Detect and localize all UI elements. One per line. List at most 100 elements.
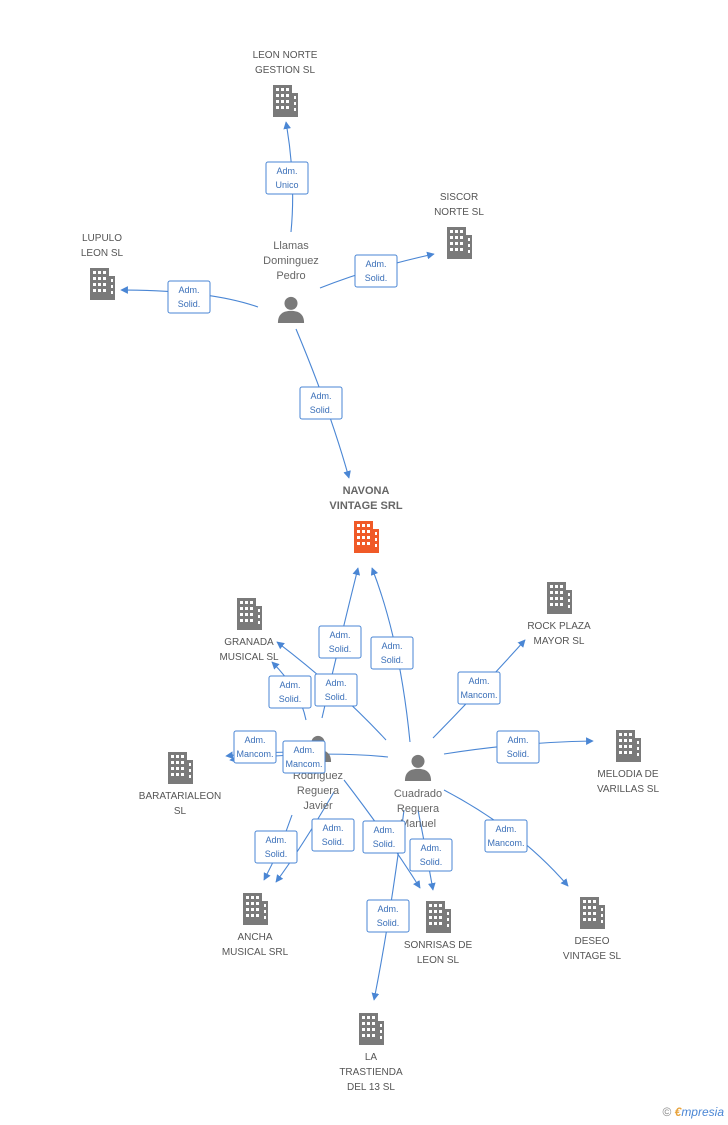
edge-badge-box (233, 730, 277, 764)
edge-badge-label: Adm. (244, 735, 265, 745)
edge-badge-cuadrado-to-ancha[interactable]: Adm.Solid. (311, 818, 355, 852)
edge-badge-label: Solid. (265, 849, 288, 859)
node-label: LUPULO (82, 233, 122, 244)
node-label: NORTE SL (434, 207, 484, 218)
edge-badge-label: Mancom. (285, 759, 322, 769)
edge-badge-label: Adm. (325, 678, 346, 688)
edge-badge-label: Solid. (279, 694, 302, 704)
edge-badge-label: Mancom. (487, 838, 524, 848)
badges-layer: Adm.UnicoAdm.Solid.Adm.Solid.Adm.Solid.A… (167, 161, 540, 933)
edge-badge-label: Adm. (293, 745, 314, 755)
node-label: Llamas (273, 240, 309, 252)
building-icon (243, 893, 268, 925)
node-label: VINTAGE SL (563, 951, 622, 962)
node-label: MAYOR SL (534, 636, 585, 647)
building-icon (273, 85, 298, 117)
node-label: SISCOR (440, 192, 478, 203)
building-icon (237, 598, 262, 630)
edge-badge-llamas-to-leon_norte[interactable]: Adm. Unico (265, 161, 309, 195)
edge-badge-box (484, 819, 528, 853)
edge-badge-label: Solid. (507, 749, 530, 759)
edge-badge-box (362, 820, 406, 854)
person-icon (277, 296, 305, 323)
node-label: Reguera (397, 803, 440, 815)
edge-badge-rodriguez-to-granada[interactable]: Adm.Solid. (268, 675, 312, 709)
edge-badge-label: Solid. (420, 857, 443, 867)
edge-badge-label: Adm. (468, 676, 489, 686)
building-icon (426, 901, 451, 933)
edge-badge-cuadrado-to-navona[interactable]: Adm. Solid. (370, 636, 414, 670)
building-icon (168, 752, 193, 784)
edge-badge-label: Adm. (377, 904, 398, 914)
edge-badge-box (254, 830, 298, 864)
copyright-icon: © (662, 1105, 672, 1119)
edge-badge-label: Adm. (373, 825, 394, 835)
node-label: MUSICAL SRL (222, 947, 289, 958)
node-label: Javier (303, 800, 333, 812)
edge-badge-box (366, 899, 410, 933)
node-label: LEON SL (417, 955, 460, 966)
edge-badge-label: Solid. (373, 839, 396, 849)
node-ancha[interactable]: ANCHA MUSICAL SRL (222, 893, 289, 958)
edge-badge-cuadrado-to-melodia[interactable]: Adm.Solid. (496, 730, 540, 764)
edge-badge-cuadrado-to-trastienda[interactable]: Adm.Solid. (366, 899, 410, 933)
brand-logo-icon: € (674, 1105, 682, 1119)
edge-badge-label: Adm. (495, 824, 516, 834)
edge-badge-box (268, 675, 312, 709)
edge-badge-llamas-to-lupulo[interactable]: Adm.Solid. (167, 280, 211, 314)
node-rock[interactable]: ROCK PLAZA MAYOR SL (527, 582, 591, 647)
edge-badge-box (282, 740, 326, 774)
edge-badge-cuadrado-to-rock[interactable]: Adm.Mancom. (457, 671, 501, 705)
edge-badge-rodriguez-to-ancha[interactable]: Adm. Solid. (254, 830, 298, 864)
edge-badge-rodriguez-to-barataria[interactable]: Adm. Mancom. (233, 730, 277, 764)
node-siscor[interactable]: SISCOR NORTE SL (434, 192, 484, 259)
brand-name: mpresia (681, 1105, 724, 1119)
edge-badge-label: Solid. (178, 299, 201, 309)
edge-badge-label: Solid. (325, 692, 348, 702)
edge-badge-cuadrado-to-deseo[interactable]: Adm. Mancom. (484, 819, 528, 853)
node-label: VINTAGE SRL (329, 500, 402, 512)
edges-layer (120, 121, 594, 1001)
edge-badge-label: Mancom. (236, 749, 273, 759)
edge-badge-label: Solid. (381, 655, 404, 665)
edge-cuadrado-to-ancha (275, 791, 335, 883)
node-label: BARATARIALEON (139, 791, 221, 802)
edge-badge-label: Adm. (365, 259, 386, 269)
node-label: ANCHA (237, 932, 272, 943)
node-label: LA (365, 1052, 378, 1063)
node-label: Cuadrado (394, 788, 442, 800)
building-icon (447, 227, 472, 259)
node-label: ROCK PLAZA (527, 621, 591, 632)
edge-badge-label: Adm. (276, 166, 297, 176)
edge-badge-cuadrado-to-granada[interactable]: Adm. Solid. (314, 673, 358, 707)
edge-badge-rodriguez-to-navona[interactable]: Adm.Solid. (318, 625, 362, 659)
edge-badge-box (496, 730, 540, 764)
edge-badge-label: Adm. (310, 391, 331, 401)
edge-badge-cuadrado-to-sonrisas[interactable]: Adm.Solid. (409, 838, 453, 872)
edge-badge-box (167, 280, 211, 314)
edge-badge-cuadrado-to-barataria[interactable]: Adm. Mancom. (282, 740, 326, 774)
edge-badge-llamas-to-siscor[interactable]: Adm.Solid. (354, 254, 398, 288)
edge-badge-label: Adm. (381, 641, 402, 651)
edge-badge-label: Adm. (265, 835, 286, 845)
node-label: MELODIA DE (597, 769, 658, 780)
edge-badge-llamas-to-navona[interactable]: Adm.Solid. (299, 386, 343, 420)
edge-badge-box (314, 673, 358, 707)
node-label: Dominguez (263, 255, 319, 267)
node-label: Manuel (400, 818, 436, 830)
edge-badge-label: Unico (275, 180, 298, 190)
edge-badge-rodriguez-to-sonrisas[interactable]: Adm. Solid. (362, 820, 406, 854)
